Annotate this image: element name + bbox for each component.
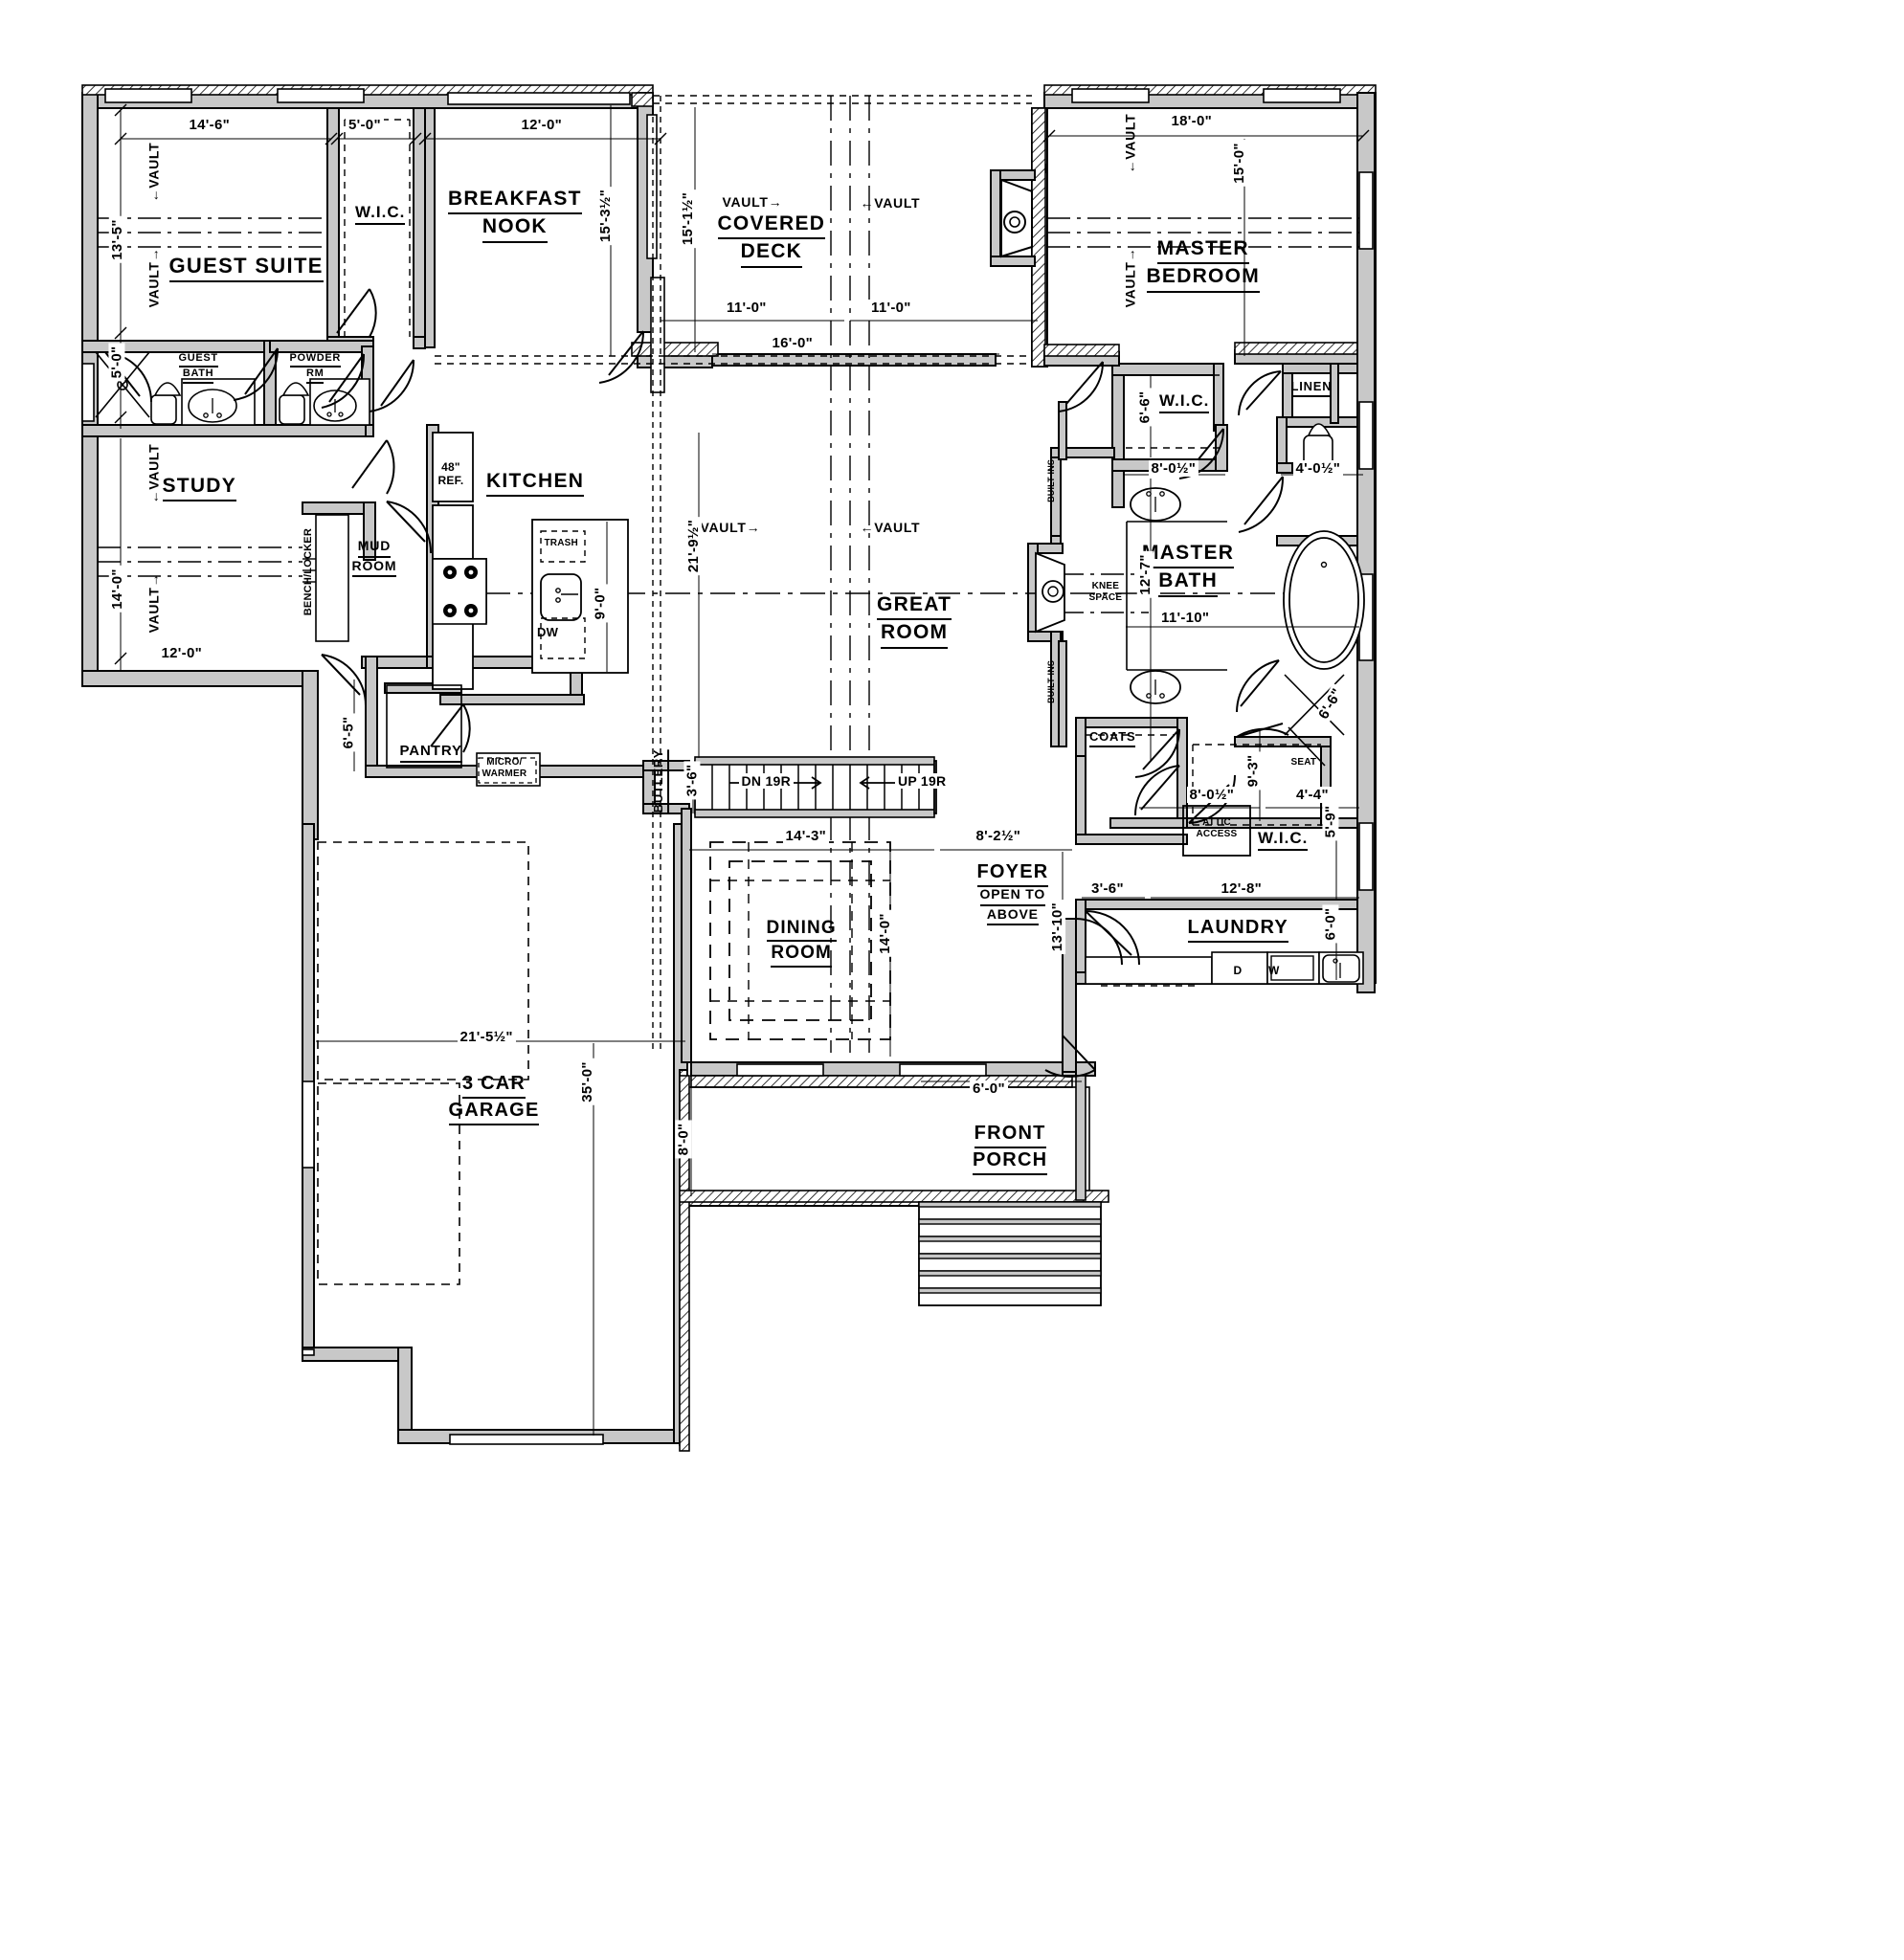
- room-label-foyer: FOYER: [976, 860, 1049, 888]
- vault-marker-vault-master-1: ←VAULT: [1121, 113, 1137, 174]
- vault-marker-vault-master-2: VAULT→: [1121, 247, 1137, 308]
- dimension-d-guestbath-h: 5'-0": [108, 343, 125, 381]
- vault-marker-vault-great-right: ←VAULT: [860, 520, 921, 535]
- dimension-d-laundry-w: 12'-8": [1218, 880, 1266, 897]
- fixture-label-ref: 48"REF.: [437, 459, 464, 487]
- room-label-laundry: LAUNDRY: [1187, 916, 1288, 944]
- room-label-pantry: PANTRY: [399, 743, 462, 765]
- fixture-label-built-ins-lower: BUILT-INS: [1045, 659, 1056, 703]
- dimension-d-greatroom-h: 21'-9½": [684, 516, 702, 575]
- dimension-d-study-h: 14'-0": [108, 565, 125, 612]
- room-label-butlery: BUTLERY: [651, 748, 670, 813]
- fixture-label-dishwasher: DW: [537, 625, 559, 639]
- room-label-guest-suite: GUEST SUITE: [168, 253, 324, 283]
- dimension-d-mbath-h: 12'-7": [1136, 550, 1154, 598]
- wall-layer: [81, 84, 1377, 1452]
- dimension-d-deck-h: 15'-1½": [679, 189, 696, 248]
- dimension-d-garage-w: 21'-5½": [457, 1028, 516, 1045]
- dimension-d-mbath-w: 11'-10": [1158, 609, 1213, 626]
- dimension-d-garage-h: 35'-0": [578, 1058, 595, 1105]
- vault-marker-vault-guest-2: VAULT→: [145, 247, 161, 308]
- room-label-study: STUDY: [162, 474, 236, 502]
- vault-marker-vault-deck-left: VAULT→: [722, 194, 783, 210]
- dimension-d-wic-l-w: 4'-4": [1293, 786, 1332, 803]
- fixture-label-micro-warmer: MICRO/WARMER: [482, 757, 527, 779]
- fixture-label-seat: SEAT: [1290, 757, 1317, 768]
- room-label-wic-guest: W.I.C.: [355, 202, 406, 226]
- vault-marker-vault-study-1: ←VAULT: [145, 443, 161, 504]
- dimension-d-laundry-h: 6'-0": [1322, 904, 1339, 943]
- stair-label-stair-down: DN 19R: [738, 772, 794, 790]
- vault-marker-vault-great-left: VAULT→: [700, 520, 761, 535]
- dimension-d-nook-w: 12'-0": [518, 116, 566, 133]
- dimension-d-wic-master-w: 8'-0½": [1148, 459, 1199, 477]
- room-label-linen: LINEN: [1290, 379, 1333, 398]
- vault-marker-vault-deck-right: ←VAULT: [860, 195, 921, 211]
- dimension-d-laundry-wic-w: 8'-0½": [1186, 786, 1238, 803]
- dimension-d-toilet-w: 4'-0½": [1292, 459, 1344, 477]
- dimension-d-porch-h: 8'-0": [675, 1120, 692, 1158]
- fixture-label-bench-locker: BENCH/LOCKER: [302, 527, 314, 615]
- room-label-coats: COATS: [1089, 729, 1136, 748]
- vault-marker-vault-guest-1: ←VAULT: [145, 142, 161, 203]
- dimension-d-wic-master-h: 6'-6": [1136, 388, 1154, 426]
- dimension-d-foyer-h: 13'-10": [1048, 899, 1065, 954]
- room-label-wic-master: W.I.C.: [1159, 390, 1210, 414]
- dimension-d-hall-w: 3'-6": [1088, 880, 1127, 897]
- dimension-d-dining-h: 14'-0": [876, 909, 893, 957]
- dimension-d-wic-guest-w: 5'-0": [346, 116, 384, 133]
- dimension-d-study-w: 12'-0": [158, 644, 206, 661]
- dimension-d-laundry-wic-h: 9'-3": [1244, 751, 1262, 790]
- dimension-d-wic-l-h: 5'-9": [1322, 802, 1339, 840]
- dimension-d-island-h: 9'-0": [592, 584, 609, 622]
- dimension-d-deck-w2: 11'-0": [868, 299, 914, 316]
- fixture-label-dryer: D: [1233, 964, 1243, 977]
- dimension-d-foyer-w: 8'-2½": [973, 827, 1024, 844]
- dimension-d-butlery-w: 3'-6": [683, 761, 701, 799]
- dimension-d-guest-w: 14'-6": [186, 116, 234, 133]
- dimension-d-deck-w1: 11'-0": [724, 299, 770, 316]
- dimension-d-master-w: 18'-0": [1168, 112, 1216, 129]
- vault-marker-vault-study-2: VAULT→: [145, 572, 161, 634]
- room-label-kitchen: KITCHEN: [486, 469, 585, 498]
- dimension-d-entry-w: 6'-0": [970, 1080, 1008, 1097]
- fixture-label-built-ins-upper: BUILT-INS: [1045, 458, 1056, 502]
- dimension-d-nook-h: 15'-3½": [596, 186, 614, 245]
- dimension-d-dining-w: 14'-3": [782, 827, 830, 844]
- stair-label-stair-up: UP 19R: [895, 772, 950, 790]
- dimension-d-mud-h: 6'-5": [340, 713, 357, 751]
- dimension-d-master-h: 15'-0": [1230, 139, 1247, 187]
- dimension-d-guest-h: 13'-5": [108, 215, 125, 263]
- room-label-wic-laundry: W.I.C.: [1258, 828, 1309, 852]
- fixture-label-trash: TRASH: [544, 538, 578, 548]
- dimension-d-deck-w3: 16'-0": [769, 334, 817, 351]
- fixture-label-washer: W: [1268, 964, 1280, 977]
